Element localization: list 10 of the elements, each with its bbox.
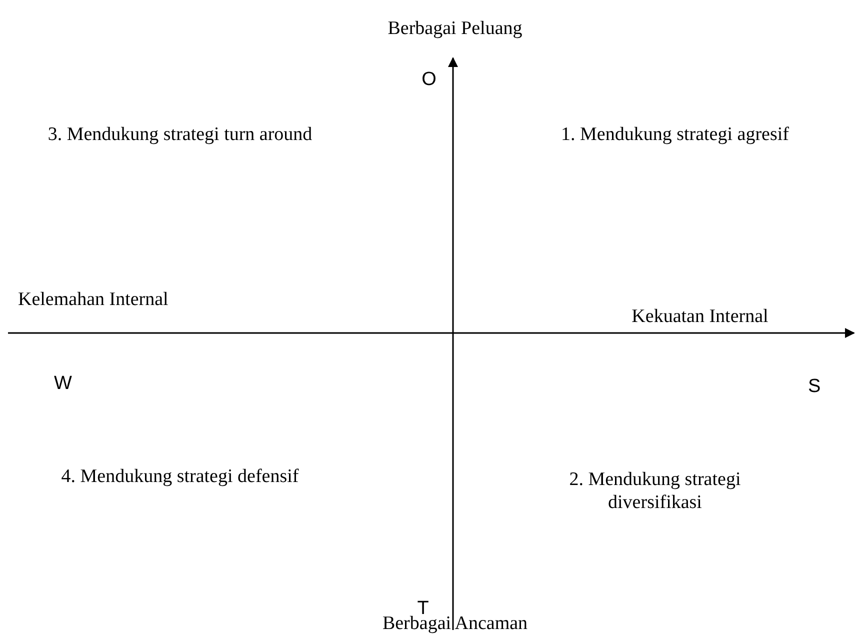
axis-label: Kelemahan Internal [18, 288, 170, 311]
axis-label: Kekuatan Internal [630, 305, 770, 328]
axis-label: Berbagai Peluang [386, 17, 524, 40]
quadrant-letter: W [54, 372, 73, 395]
quadrant-letter: O [420, 68, 438, 91]
quadrant-text: 1. Mendukung strategi agresif [560, 123, 790, 146]
quadrant-letter: S [808, 375, 822, 398]
quadrant-text: 3. Mendukung strategi turn around [46, 123, 314, 146]
quadrant-text: 4. Mendukung strategi defensif [60, 465, 300, 488]
quadrant-text: 2. Mendukung strategi diversifikasi [568, 468, 742, 514]
